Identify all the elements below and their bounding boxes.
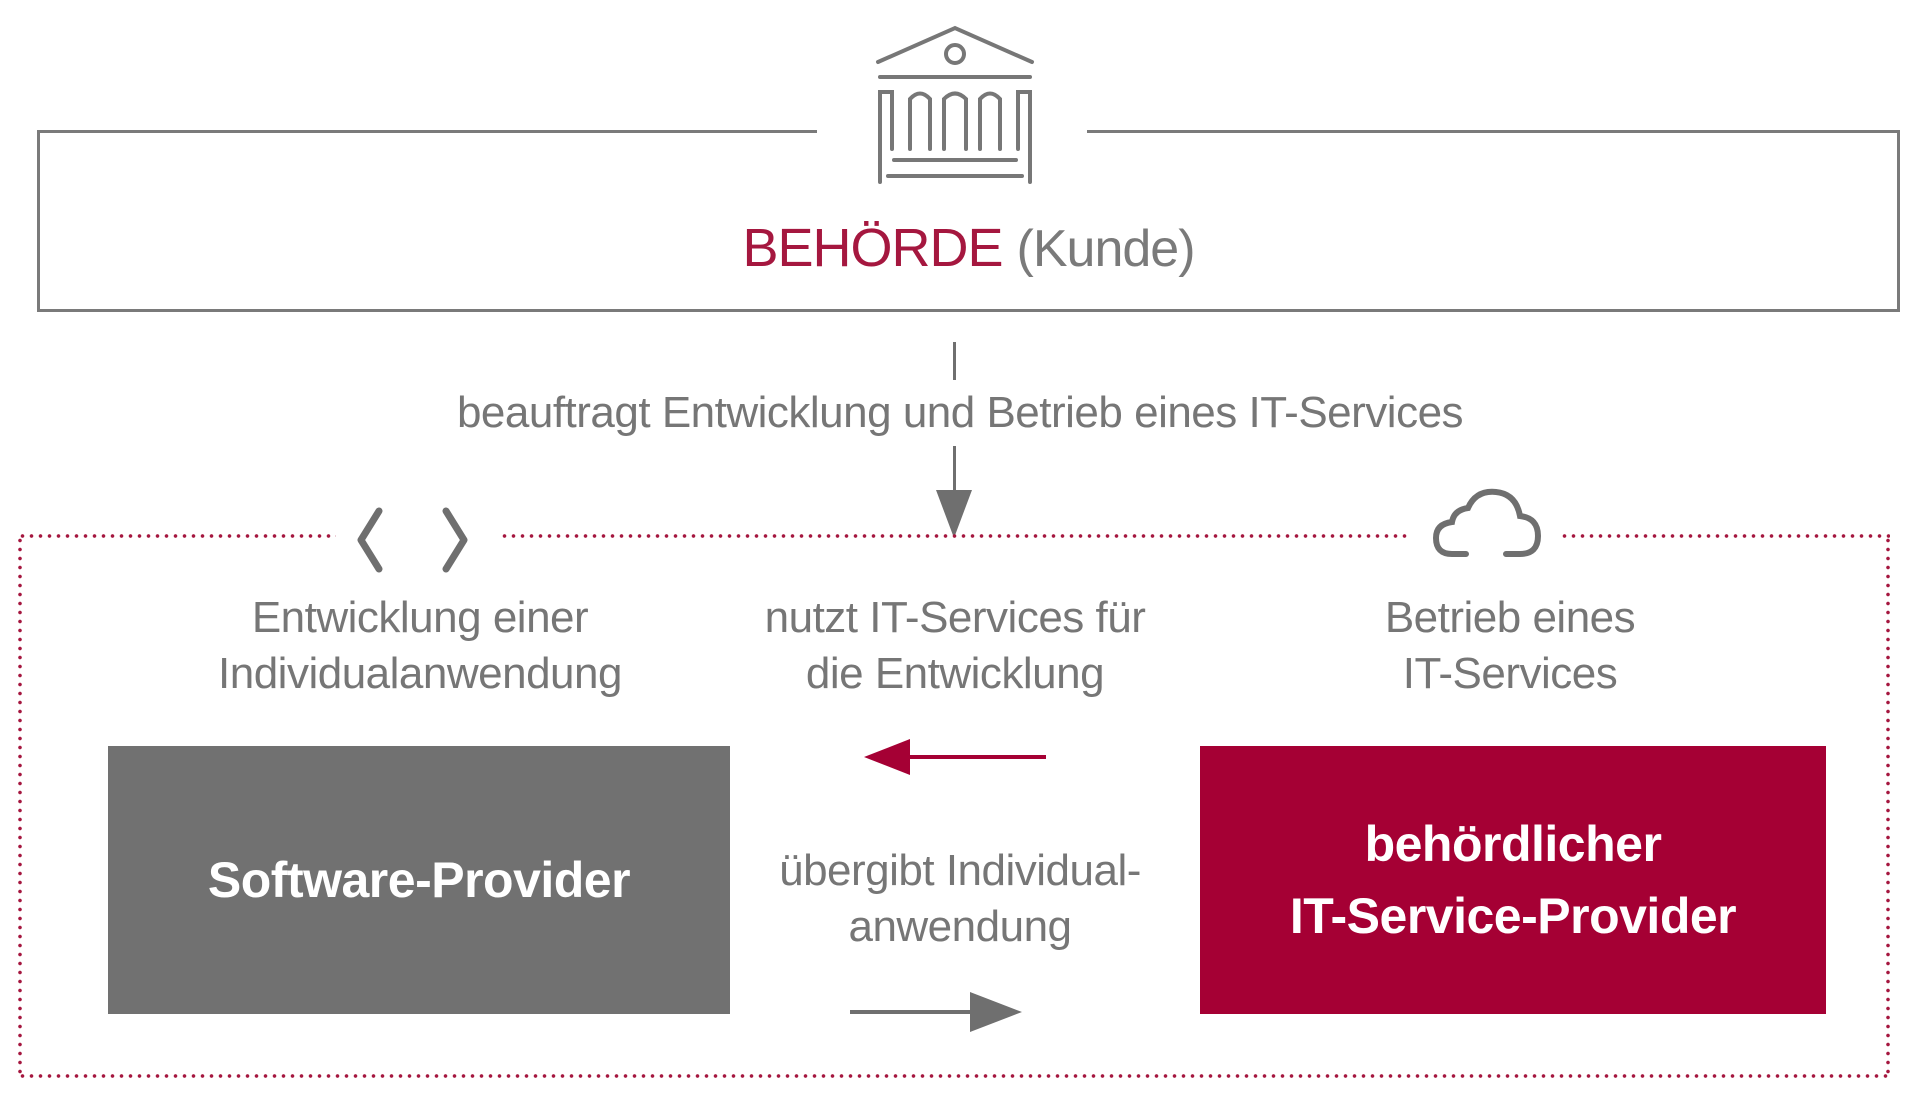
provider-frame-left (18, 536, 22, 1076)
it-service-provider-label-2: IT-Service-Provider (1289, 888, 1737, 944)
cloud-icon (1432, 488, 1544, 560)
government-building-icon (872, 24, 1038, 184)
commission-line-top (953, 342, 956, 380)
customer-title-sub: (Kunde) (1016, 220, 1196, 278)
handover-label: übergibt Individual- anwendung (779, 846, 1141, 951)
customer-title-main: BEHÖRDE (742, 218, 1003, 278)
development-label: Entwicklung einer Individualanwendung (218, 593, 622, 698)
services-arrow-left-icon (862, 737, 1048, 777)
provider-frame-top-middle (500, 534, 1410, 538)
operation-label: Betrieb eines IT-Services (1384, 593, 1636, 698)
provider-frame-bottom (18, 1074, 1890, 1078)
commission-line-bottom (953, 446, 956, 496)
it-service-provider-box: behördlicher IT-Service-Provider (1200, 746, 1826, 1014)
handover-arrow-right-icon (848, 990, 1024, 1034)
commission-caption: beauftragt Entwicklung und Betrieb eines… (456, 388, 1464, 437)
customer-box-top-edge-right (1087, 130, 1900, 133)
it-service-provider-label-1: behördlicher (1364, 816, 1662, 872)
code-brackets-icon (355, 505, 470, 575)
provider-frame-top-left (18, 534, 336, 538)
customer-box-top-edge-left (37, 130, 817, 133)
customer-box (37, 132, 1900, 312)
software-provider-box: Software-Provider (108, 746, 730, 1014)
provider-frame-right (1886, 536, 1890, 1076)
customer-title: BEHÖRDE (Kunde) (37, 215, 1900, 282)
commission-arrowhead-icon (934, 490, 974, 540)
provider-frame-top-right (1560, 534, 1890, 538)
uses-it-services-label: nutzt IT-Services für die Entwicklung (764, 593, 1146, 698)
software-provider-label: Software-Provider (207, 852, 631, 908)
